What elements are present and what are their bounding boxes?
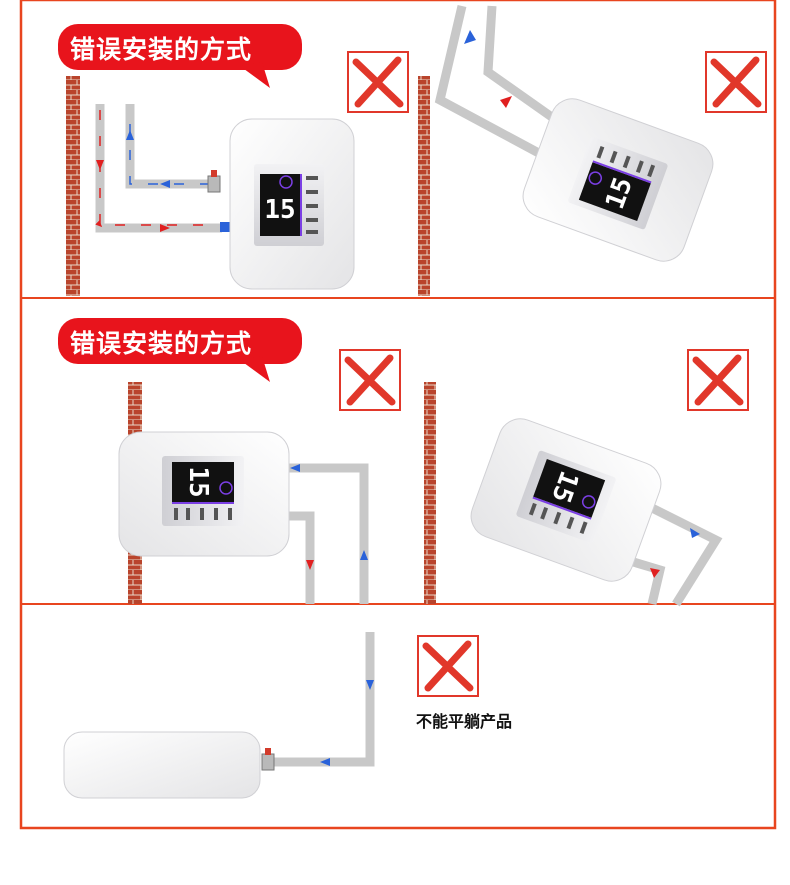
banner-1-text: 错误安装的方式	[70, 35, 253, 64]
pipe-icon	[276, 463, 369, 604]
valve-icon	[220, 222, 230, 232]
valve-icon	[261, 747, 275, 771]
flat-placement-note: 不能平躺产品	[416, 712, 513, 731]
x-mark-icon	[340, 350, 400, 410]
x-mark-icon	[418, 636, 478, 696]
heater-device-icon	[229, 118, 355, 290]
pipe-icon	[434, 4, 559, 162]
x-mark-icon	[688, 350, 748, 410]
banner-2	[58, 318, 302, 382]
heater-device-icon	[63, 731, 261, 799]
heater-device-icon	[118, 431, 290, 557]
brick-wall-icon	[418, 76, 430, 296]
valve-icon	[207, 169, 221, 193]
banner-1	[58, 24, 302, 88]
x-mark-icon	[348, 52, 408, 112]
banner-2-text: 错误安装的方式	[70, 329, 253, 358]
brick-wall-icon	[66, 76, 80, 296]
pipe-icon	[270, 632, 375, 767]
brick-wall-icon	[424, 382, 436, 604]
outer-frame	[19, 0, 777, 830]
x-mark-icon	[706, 52, 766, 112]
pipe-icon	[95, 104, 222, 233]
